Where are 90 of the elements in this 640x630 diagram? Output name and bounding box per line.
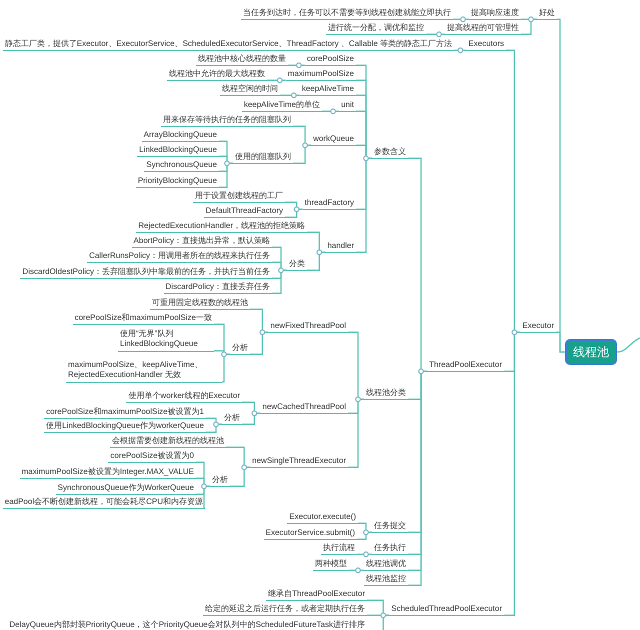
branch-line <box>285 208 303 218</box>
topic-label: 线程池调优 <box>364 558 408 571</box>
topic-label: Executor <box>520 320 556 333</box>
branch-line <box>521 18 537 35</box>
topic-label: maximumPoolSize <box>286 68 356 81</box>
topic-label: newCachedThreadPool <box>260 402 348 414</box>
topic-label: 提高线程的可管理性 <box>445 22 521 35</box>
branch-line <box>280 94 300 96</box>
topic-label: DelayQueue内部封装PriorityQueue，这个PriorityQueue会对队列中的ScheduledFutureTask进行排序 <box>7 620 367 630</box>
topic-label: 好处 <box>537 8 557 20</box>
branch-line <box>357 532 372 540</box>
topic-label: 分类 <box>287 258 307 271</box>
topic-label: ScheduledThreadPoolExecutor <box>389 604 504 616</box>
branch-line <box>349 570 364 571</box>
topic-label: corePoolSize被设置为0 <box>108 450 196 463</box>
topic-label: maximumPoolSize被设置为Integer.MAX_VALUE <box>20 466 196 479</box>
topic-label: 当任务到达时，任务可以不需要等到线程创建就能立即执行 <box>241 8 453 20</box>
topic-label: 静态工厂类，提供了Executor、ExecutorService、ScheduledExecutorService、ThreadFactory 、Callable 等类的静态工厂方法 <box>2 38 454 51</box>
topic-label: keepAliveTime的单位 <box>242 100 322 112</box>
topic-label: handler <box>325 240 356 253</box>
branch-line <box>307 252 326 271</box>
branch-line <box>230 466 250 487</box>
topic-label: 用于设置创建线程的工厂 <box>193 190 285 203</box>
topic-label: SynchronousQueue作为WorkerQueue <box>56 482 196 495</box>
topic-label: DiscardOldestPolicy：丢弃阻塞队列中靠最前的任务，并执行当前任务 <box>20 266 272 279</box>
topic-label: 使用的阻塞队列 <box>233 152 293 164</box>
branch-line <box>267 80 286 81</box>
topic-label: ExecutorService.submit() <box>264 528 357 540</box>
central-topic-box: 线程池 <box>565 339 617 365</box>
topic-label: DefaultThreadFactory <box>204 206 285 218</box>
topic-label: 任务执行 <box>372 542 408 555</box>
topic-label: RejectedExecutionHandler，线程池的拒绝策略 <box>136 220 307 233</box>
topic-label: 提高响应速度 <box>469 8 521 20</box>
topic-label: 两种模型 <box>313 558 349 571</box>
topic-label: 分析 <box>230 342 250 355</box>
branch-line <box>357 554 372 555</box>
topic-label: LinkedBlockingQueue <box>137 144 219 157</box>
topic-label: corePoolSize <box>304 54 356 66</box>
topic-label: ThreadPoolExecutor <box>427 360 504 372</box>
branch-line <box>426 34 445 35</box>
topic-label: 线程空闲的时间 <box>220 84 280 96</box>
branch-line <box>288 64 305 66</box>
branch-line <box>322 110 340 112</box>
topic-label: AbortPolicy：直接抛出异常，默认策略 <box>132 236 272 248</box>
topic-label: 继承自ThreadPoolExecutor <box>266 588 367 601</box>
topic-label: ArrayBlockingQueue <box>142 130 219 142</box>
topic-label: PriorityBlockingQueue <box>136 176 219 188</box>
topic-label: 进行统一分配，调优和监控 <box>326 22 426 35</box>
topic-label: 线程池中允许的最大线程数 <box>167 68 267 81</box>
topic-label: newSingleThreadExecutor <box>250 456 348 468</box>
topic-label: 线程池监控 <box>364 574 408 586</box>
topic-label: 使用“无界”队列 LinkedBlockingQueue <box>118 328 214 352</box>
branch-line <box>453 18 469 20</box>
branch-line <box>250 332 268 355</box>
topic-label: 线程池分类 <box>364 388 408 400</box>
topic-label: corePoolSize和maximumPoolSize一致 <box>72 312 214 325</box>
topic-label: corePoolSize和maximumPoolSize被设置为1 <box>44 406 206 419</box>
topic-label: DiscardPolicy：直接丢弃任务 <box>164 282 272 294</box>
branch-line <box>206 424 222 433</box>
topic-label: SynchronousQueue <box>144 160 219 172</box>
topic-label: Executors <box>466 38 506 51</box>
topic-label: keepAliveTime <box>300 84 356 96</box>
topic-label: unit <box>339 100 356 112</box>
branch-line <box>222 354 230 382</box>
topic-label: threadFactory <box>302 198 356 210</box>
topic-label: 使用单个worker线程的Executor <box>126 390 242 403</box>
branch-line <box>454 50 466 51</box>
topic-label: 使用LinkedBlockingQueue作为workerQueue <box>44 420 206 433</box>
topic-label: eadPool会不断创建新线程，可能会耗尽CPU和内存资源 <box>2 496 205 509</box>
topic-label: 线程池中核心线程的数量 <box>196 54 288 66</box>
topic-label: 参数含义 <box>372 146 408 159</box>
topic-label: 执行流程 <box>321 542 357 555</box>
branch-line <box>242 412 260 425</box>
topic-label: 用来保存等待执行的任务的阻塞队列 <box>161 114 293 127</box>
topic-label: Executor.execute() <box>287 512 358 524</box>
branch-line <box>293 144 312 164</box>
topic-label: 分析 <box>222 412 242 425</box>
topic-label: newFixedThreadPool <box>268 320 348 333</box>
topic-label: maximumPoolSize、keepAliveTime、RejectedExecutionHandler 无效 <box>66 360 222 382</box>
branch-line <box>504 332 520 616</box>
topic-label: 可重用固定线程数的线程池 <box>150 298 250 310</box>
topic-label: 分析 <box>210 474 230 487</box>
topic-label: workQueue <box>311 134 356 146</box>
topic-label: CallerRunsPolicy：用调用者所在的线程来执行任务 <box>87 250 272 263</box>
branch-line <box>556 332 565 353</box>
topic-label: 会根据需要创建新线程的线程池 <box>110 436 226 448</box>
topic-label: 任务提交 <box>372 520 408 533</box>
branch-line <box>348 398 364 468</box>
topic-label: 给定的延迟之后运行任务，或者定期执行任务 <box>203 604 367 616</box>
branch-line <box>616 337 640 353</box>
